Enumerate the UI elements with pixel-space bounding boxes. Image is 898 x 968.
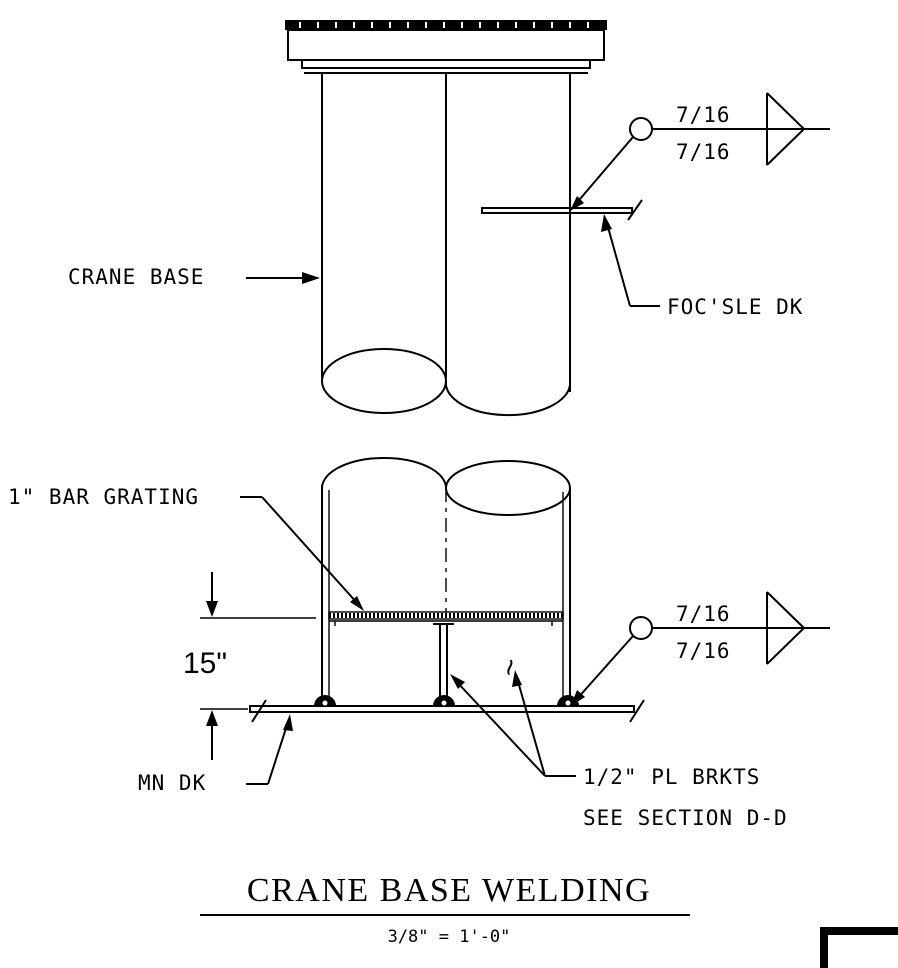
- drawing-title: CRANE BASE WELDING: [247, 872, 651, 909]
- weld-leader-bottom: [575, 635, 634, 701]
- leader-mn-dk: [246, 714, 293, 785]
- dimension-value: 15": [183, 647, 227, 680]
- slewing-ring: [285, 20, 607, 74]
- label-brackets-line2: SEE SECTION D-D: [583, 806, 788, 830]
- crane-base-lower: [321, 457, 571, 706]
- drawing-scale: 3/8" = 1'-0": [388, 927, 511, 947]
- weld-size-bottom-upper: 7/16: [676, 602, 731, 626]
- leader-crane-base: [246, 272, 320, 284]
- leader-bar-grating: [240, 496, 364, 611]
- weld-size-top-upper: 7/16: [676, 103, 731, 127]
- label-focsle-dk: FOC'SLE DK: [667, 295, 803, 319]
- weld-all-around-circle: [629, 616, 653, 640]
- bracket-center: [433, 623, 454, 700]
- crane-base-upper: [321, 73, 571, 417]
- weld-fillets: [314, 695, 579, 706]
- dimension-15in: [200, 572, 316, 760]
- bar-grating: [328, 611, 564, 626]
- leader-brackets: [450, 670, 576, 777]
- focsle-deck-plate: [481, 199, 643, 221]
- border-corner: [820, 927, 898, 968]
- weld-all-around-circle: [629, 117, 653, 141]
- bracket-symbol: ~: [493, 656, 529, 679]
- crane-base-tube-bottom-left: [321, 348, 447, 414]
- weld-leader-top: [573, 136, 634, 207]
- weld-size-bottom-lower: 7/16: [676, 639, 731, 663]
- label-brackets-line1: 1/2" PL BRKTS: [583, 765, 760, 789]
- weld-size-top-lower: 7/16: [676, 140, 731, 164]
- weld-symbol-top: [570, 92, 830, 211]
- label-mn-dk: MN DK: [138, 771, 206, 795]
- label-bar-grating: 1" BAR GRATING: [8, 485, 199, 509]
- leader-focsle-dk: [601, 214, 660, 307]
- label-crane-base: CRANE BASE: [68, 265, 204, 289]
- weld-symbol-bottom: [571, 591, 830, 706]
- crane-base-tube-top-right: [445, 460, 571, 516]
- crane-base-tube-bottom-right: [444, 380, 571, 417]
